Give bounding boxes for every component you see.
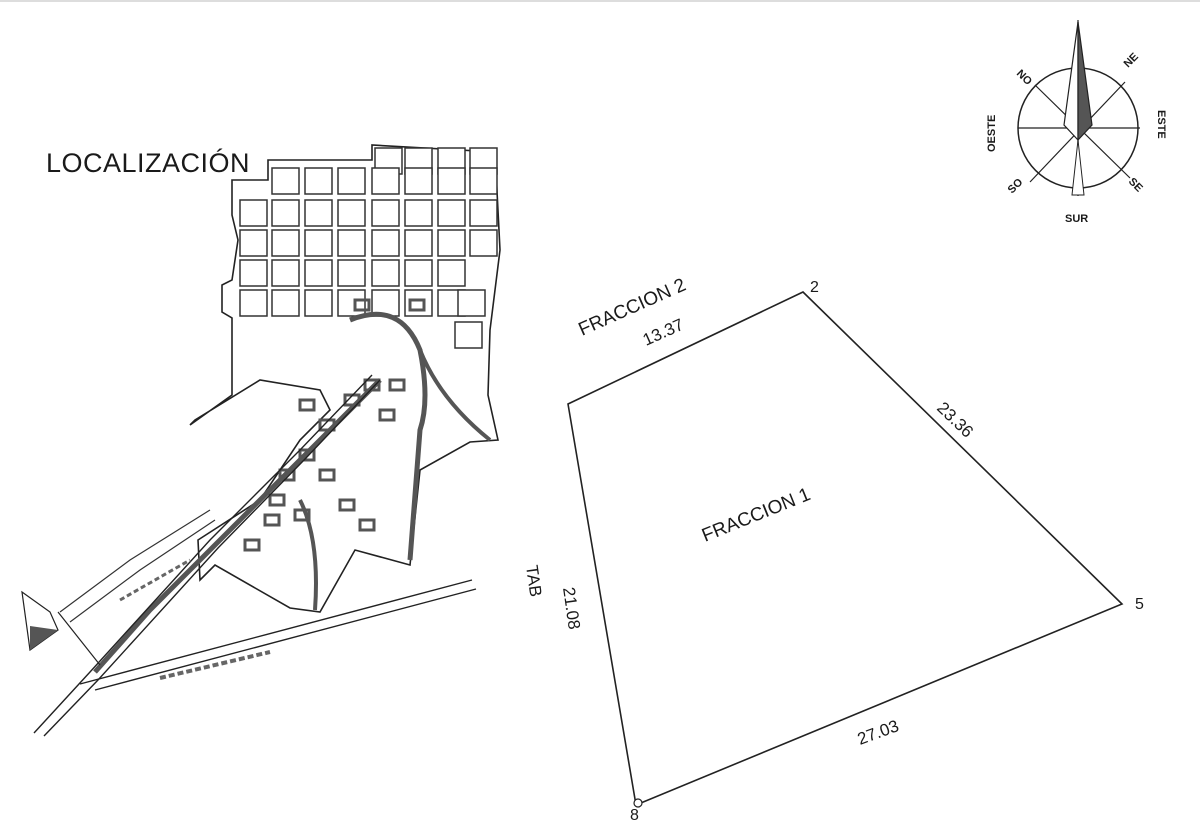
town-block bbox=[337, 167, 366, 195]
frontage-detail bbox=[159, 650, 271, 680]
service-road-a bbox=[59, 509, 211, 613]
town-block bbox=[404, 199, 433, 227]
town-block bbox=[454, 321, 483, 349]
vertex-2-label: 2 bbox=[810, 279, 819, 296]
town-block bbox=[437, 229, 466, 257]
town-block bbox=[337, 289, 366, 317]
location-map: LOCALIZACIÓN bbox=[21, 144, 501, 737]
town-block bbox=[304, 167, 333, 195]
compass-southwest-label: SO bbox=[1006, 176, 1026, 196]
town-block bbox=[437, 167, 466, 195]
town-lot bbox=[243, 538, 261, 552]
site-marker bbox=[21, 590, 101, 666]
town-block bbox=[304, 259, 333, 287]
town-lot bbox=[358, 518, 376, 532]
town-block bbox=[437, 259, 466, 287]
compass-southeast-label: SE bbox=[1126, 176, 1145, 195]
town-lot bbox=[378, 408, 396, 422]
town-lot bbox=[268, 493, 286, 507]
town-block bbox=[337, 259, 366, 287]
town-block bbox=[457, 289, 486, 317]
street-main bbox=[93, 378, 382, 674]
service-road-b bbox=[69, 519, 216, 623]
west-neighbor-label: TAB bbox=[522, 564, 545, 598]
town-lot bbox=[353, 298, 371, 312]
town-lot bbox=[318, 468, 336, 482]
town-block bbox=[469, 167, 498, 195]
town-block bbox=[304, 229, 333, 257]
compass-rose: OESTE ESTE SUR NO NE SO SE bbox=[986, 20, 1167, 225]
town-block bbox=[271, 259, 300, 287]
compass-needle-right bbox=[1077, 21, 1093, 142]
parcel-plan: 2 5 8 FRACCION 2 FRACCION 1 13.37 23.36 … bbox=[522, 275, 1144, 824]
fraction-1-label: FRACCION 1 bbox=[699, 484, 814, 547]
compass-east-label: ESTE bbox=[1155, 110, 1167, 139]
town-block bbox=[404, 259, 433, 287]
parcel-polygon bbox=[567, 291, 1124, 807]
town-block bbox=[239, 199, 268, 227]
compass-west-label: OESTE bbox=[986, 115, 998, 152]
side-west-length: 21.08 bbox=[559, 586, 584, 631]
street-east bbox=[418, 349, 492, 442]
frontage-detail-2 bbox=[119, 558, 191, 602]
town-block bbox=[371, 199, 400, 227]
town-block bbox=[337, 229, 366, 257]
town-block bbox=[371, 289, 400, 317]
town-block bbox=[371, 167, 400, 195]
highway-line-a bbox=[79, 579, 473, 685]
town-block bbox=[437, 199, 466, 227]
town-block bbox=[371, 229, 400, 257]
street-inner-curve bbox=[298, 499, 318, 611]
compass-south-label: SUR bbox=[1065, 213, 1088, 225]
town-block bbox=[469, 199, 498, 227]
town-streets bbox=[93, 311, 492, 674]
road-sw-a bbox=[33, 374, 373, 734]
highway bbox=[33, 374, 477, 737]
compass-northeast-label: NE bbox=[1122, 51, 1141, 70]
town-block bbox=[239, 289, 268, 317]
town-block bbox=[271, 229, 300, 257]
vertex-5-label: 5 bbox=[1135, 596, 1144, 613]
town-lot bbox=[338, 498, 356, 512]
highway-line-b bbox=[94, 588, 477, 691]
side-northeast-length: 23.36 bbox=[933, 398, 977, 441]
town-block bbox=[271, 199, 300, 227]
site-marker-line bbox=[57, 611, 101, 666]
vertex-8-label: 8 bbox=[630, 807, 639, 824]
town-lot bbox=[408, 298, 426, 312]
site-marker-fill bbox=[30, 626, 58, 650]
town-block bbox=[239, 259, 268, 287]
town-block bbox=[271, 167, 300, 195]
town-block bbox=[337, 199, 366, 227]
compass-needle-left bbox=[1063, 21, 1079, 142]
compass-northwest-label: NO bbox=[1014, 68, 1034, 88]
town-blocks bbox=[239, 147, 498, 552]
town-lot bbox=[298, 398, 316, 412]
road-sw-b bbox=[43, 379, 381, 737]
locator-title: LOCALIZACIÓN bbox=[46, 147, 250, 178]
town-block bbox=[404, 167, 433, 195]
town-block bbox=[371, 259, 400, 287]
town-block bbox=[404, 229, 433, 257]
town-lot bbox=[293, 508, 311, 522]
compass-tail bbox=[1071, 139, 1085, 196]
side-north-length: 13.37 bbox=[640, 315, 687, 350]
town-block bbox=[239, 229, 268, 257]
town-lot bbox=[263, 513, 281, 527]
town-block bbox=[304, 199, 333, 227]
town-lot bbox=[388, 378, 406, 392]
town-block bbox=[271, 289, 300, 317]
town-block bbox=[469, 229, 498, 257]
town-block bbox=[304, 289, 333, 317]
vertex-8-marker bbox=[633, 798, 643, 808]
side-south-length: 27.03 bbox=[855, 716, 901, 748]
